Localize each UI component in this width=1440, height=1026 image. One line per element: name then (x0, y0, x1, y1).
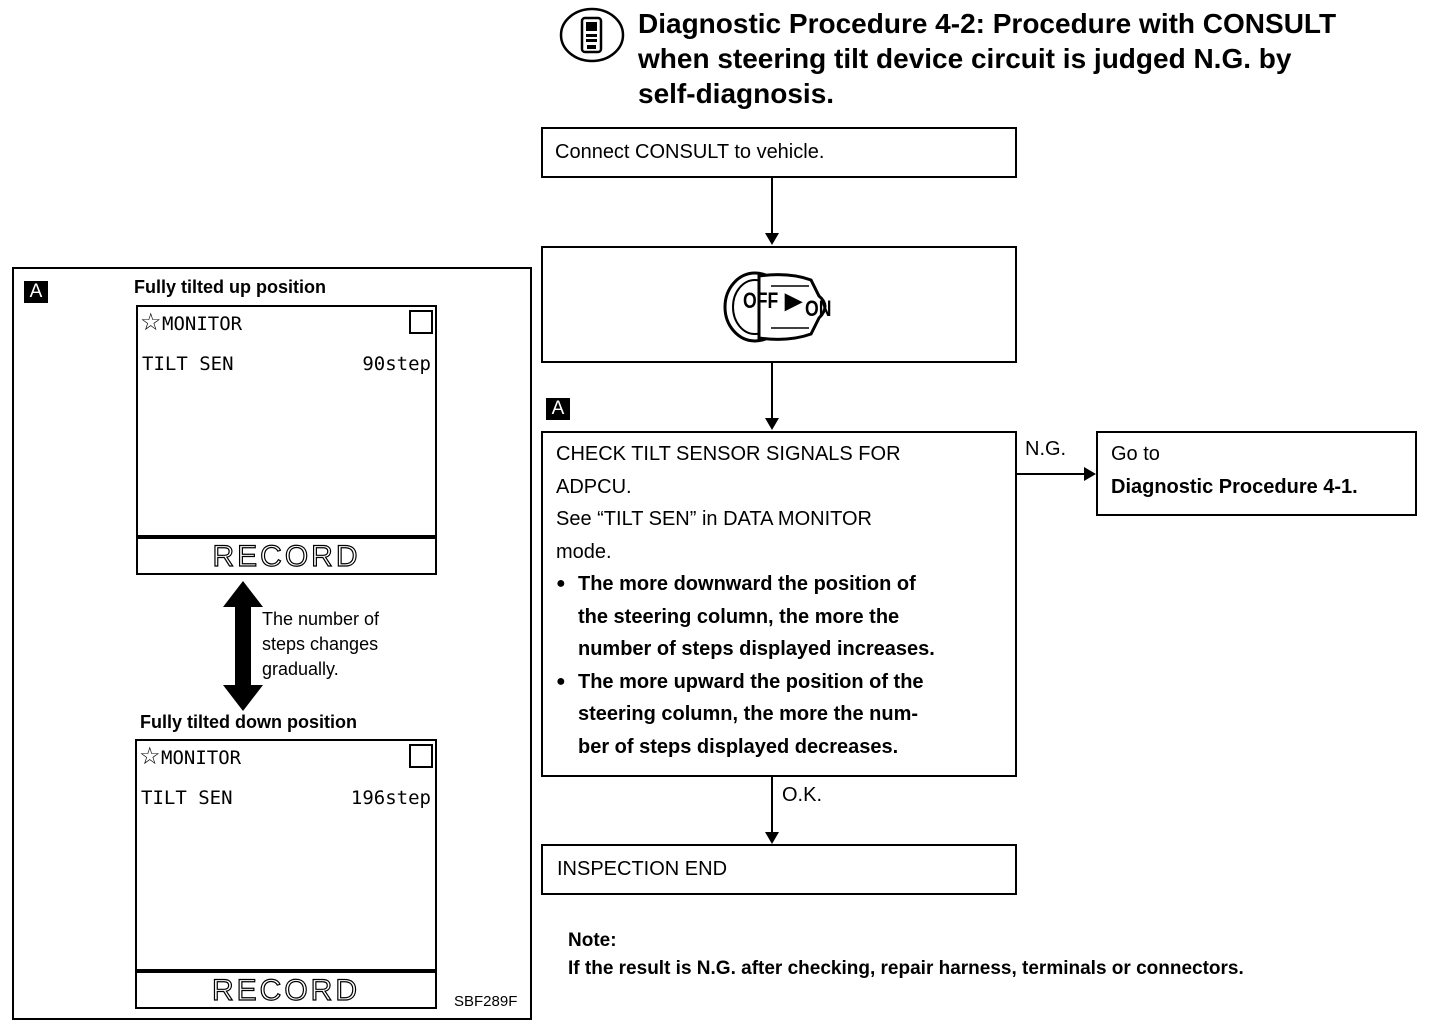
arrow-explanation: The number of steps changes gradually. (262, 607, 379, 682)
note-text: If the result is N.G. after checking, re… (568, 958, 1244, 979)
bullet-line: number of steps displayed increases. (578, 638, 935, 660)
check-line: ADPCU. (556, 475, 632, 498)
ng-label: N.G. (1025, 438, 1067, 460)
page-title: Diagnostic Procedure 4-2: Procedure with… (638, 6, 1438, 111)
step-connect-consult: Connect CONSULT to vehicle. (541, 127, 1017, 178)
arrow-step1-to-step2 (765, 178, 779, 245)
lower-record-button: RECORD (135, 971, 437, 1009)
ignition-off-label: OFF (743, 288, 779, 313)
marker-a-panel: A (24, 281, 48, 303)
check-tilt-sensor-box: CHECK TILT SENSOR SIGNALS FOR ADPCU. See… (541, 431, 1017, 777)
arrow-text-line: The number of (262, 609, 380, 629)
arrow-check-to-end (765, 777, 779, 844)
double-arrow-icon (223, 581, 263, 711)
bullet-line: steering column, the more the num- (578, 703, 919, 725)
check-bullet-downward: The more downward the position of the st… (556, 568, 1011, 666)
goto-procedure-link[interactable]: Diagnostic Procedure 4-1. (1111, 476, 1358, 498)
monitor-illustration-panel: A Fully tilted up position ☆ MONITOR TIL… (12, 267, 532, 1020)
monitor-header: MONITOR (162, 313, 243, 335)
title-line: self-diagnosis. (638, 78, 835, 109)
upper-caption: Fully tilted up position (134, 277, 326, 297)
bullet-line: The more downward the position of (578, 573, 916, 595)
check-bullet-upward: The more upward the position of the stee… (556, 666, 1011, 764)
arrow-right-icon: ▶ (785, 288, 802, 313)
check-line: CHECK TILT SENSOR SIGNALS FOR (556, 443, 901, 465)
tilt-sen-label: TILT SEN (142, 353, 234, 375)
tilt-sen-label: TILT SEN (141, 787, 233, 809)
check-bullets: The more downward the position of the st… (556, 568, 1011, 763)
tilt-sen-value: 90step (362, 353, 431, 375)
screen-checkbox (409, 744, 433, 768)
check-instructions: CHECK TILT SENSOR SIGNALS FOR ADPCU. See… (556, 438, 1011, 763)
arrow-step2-to-check (765, 363, 779, 430)
consult-tester-icon (558, 6, 626, 64)
step-ignition-on: OFF ▶ ON (541, 246, 1017, 363)
ignition-on-label: ON (805, 296, 832, 321)
goto-line: Go to (1111, 443, 1160, 465)
star-icon: ☆ (139, 743, 161, 770)
step-connect-consult-text: Connect CONSULT to vehicle. (555, 141, 825, 163)
arrow-text-line: gradually. (262, 659, 339, 679)
check-line: See “TILT SEN” in DATA MONITOR (556, 508, 872, 530)
monitor-header: MONITOR (161, 747, 242, 769)
upper-monitor-screen: ☆ MONITOR TILT SEN 90step (136, 305, 437, 537)
arrow-ng-to-procedure (1017, 467, 1096, 481)
lower-monitor-screen: ☆ MONITOR TILT SEN 196step (135, 739, 437, 971)
ok-label: O.K. (782, 784, 823, 806)
inspection-end-box: INSPECTION END (541, 844, 1017, 895)
note-label: Note: (568, 930, 617, 951)
bullet-line: ber of steps displayed decreases. (578, 735, 899, 758)
bullet-line: the steering column, the more the (578, 605, 900, 628)
goto-procedure-4-1-box: Go to Diagnostic Procedure 4-1. (1096, 431, 1417, 516)
check-line: mode. (556, 540, 612, 563)
bullet-line: The more upward the position of the (578, 670, 924, 693)
figure-code: SBF289F (454, 993, 518, 1010)
title-line: when steering tilt device circuit is jud… (638, 43, 1292, 74)
arrow-text-line: steps changes (262, 634, 379, 654)
tilt-sen-value: 196step (350, 787, 431, 809)
screen-checkbox (409, 310, 433, 334)
ignition-key-icon (723, 271, 827, 343)
star-icon: ☆ (140, 309, 162, 336)
marker-a-flow: A (546, 398, 570, 420)
lower-caption: Fully tilted down position (140, 712, 357, 732)
inspection-end-text: INSPECTION END (557, 858, 728, 880)
title-line: Diagnostic Procedure 4-2: Procedure with… (638, 8, 1337, 39)
upper-record-button: RECORD (136, 537, 437, 575)
